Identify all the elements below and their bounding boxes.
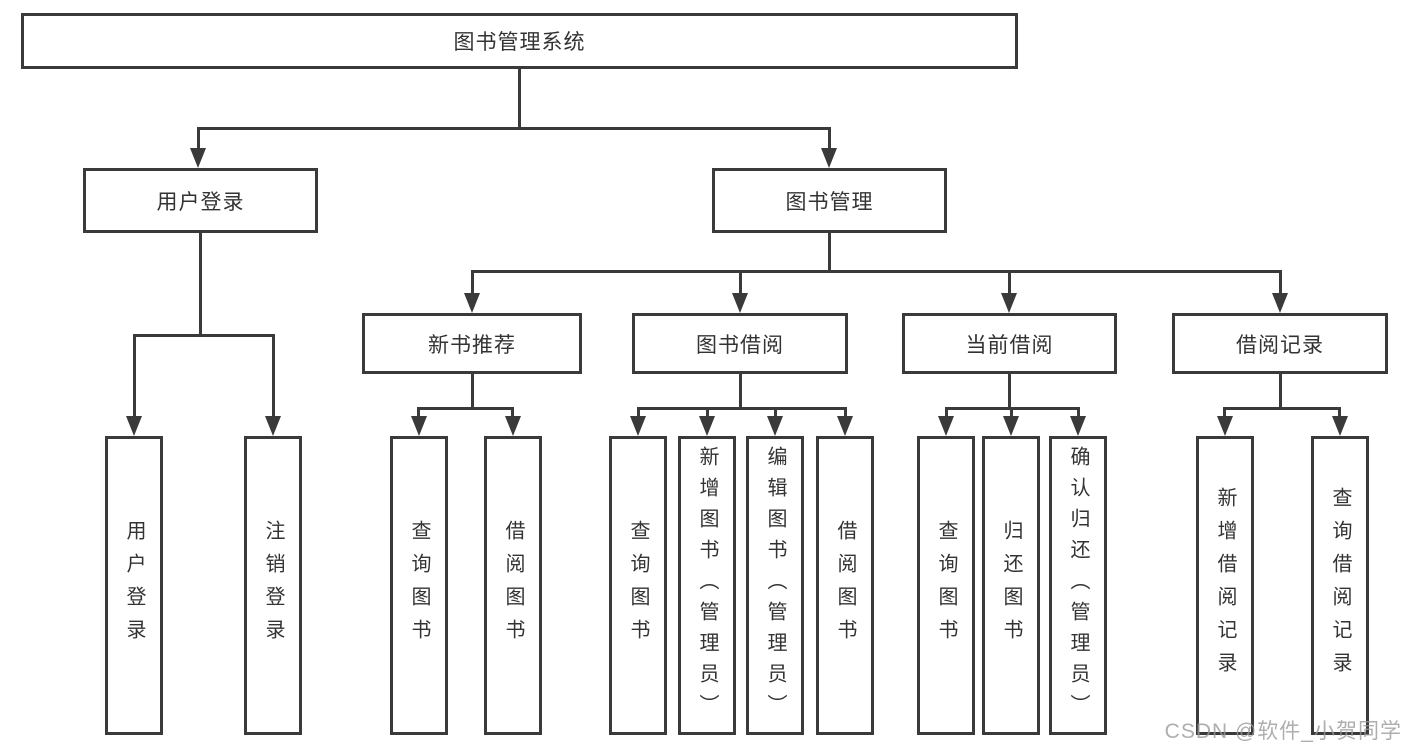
arrow-down-icon <box>126 416 142 436</box>
connector-line <box>1076 408 1080 416</box>
arrow-down-icon <box>1003 416 1019 436</box>
connector-line <box>132 335 136 416</box>
connector-line <box>417 408 420 416</box>
leaf-label: 借阅图书 <box>834 519 856 652</box>
connector-line <box>196 126 831 130</box>
arrow-down-icon <box>1070 416 1086 436</box>
connector-line <box>827 233 831 271</box>
connector-line <box>1278 374 1282 408</box>
leaf-label: 用户登录 <box>123 519 145 652</box>
node-book-borrowing: 图书借阅 <box>632 313 848 374</box>
leaf-label: 借阅图书 <box>502 519 524 652</box>
arrow-down-icon <box>837 416 853 436</box>
connector-line <box>132 333 275 337</box>
leaf-borrowing-query-books: 查询图书 <box>609 436 667 735</box>
node-label: 用户登录 <box>156 190 245 214</box>
connector-line <box>1223 408 1226 416</box>
node-label: 借阅记录 <box>1236 333 1324 357</box>
leaf-return-books: 归还图书 <box>982 436 1040 735</box>
leaf-label: 查询借阅记录 <box>1329 486 1351 685</box>
leaf-confirm-return-admin: 确认归还（管理员） <box>1049 436 1107 735</box>
connector-line <box>196 128 200 150</box>
leaf-label: 查询图书 <box>408 519 430 652</box>
arrow-down-icon <box>1331 416 1348 436</box>
connector-line <box>843 408 847 416</box>
connector-line <box>1007 374 1011 408</box>
watermark: CSDN @软件_小贺同学 <box>1164 720 1402 743</box>
connector-line <box>1007 271 1011 293</box>
leaf-label: 新增图书（管理员） <box>696 446 718 725</box>
connector-line <box>1338 408 1341 416</box>
arrow-down-icon <box>821 148 837 168</box>
connector-line <box>738 271 742 293</box>
connector-line <box>417 406 514 410</box>
arrow-down-icon <box>630 416 646 436</box>
node-label: 当前借阅 <box>965 333 1054 357</box>
connector-line <box>738 374 742 408</box>
connector-line <box>1278 271 1282 293</box>
arrow-down-icon <box>699 416 715 436</box>
node-library-system: 图书管理系统 <box>21 13 1018 69</box>
connector-line <box>470 271 474 293</box>
connector-line <box>827 128 831 150</box>
connector-line <box>470 374 474 408</box>
node-label: 新书推荐 <box>428 333 516 357</box>
leaf-label: 注销登录 <box>262 519 284 652</box>
connector-line <box>271 335 275 416</box>
arrow-down-icon <box>1001 293 1017 313</box>
arrow-down-icon <box>464 293 480 313</box>
connector-line <box>705 408 709 416</box>
arrow-down-icon <box>1216 416 1233 436</box>
connector-line <box>470 269 1282 273</box>
node-label: 图书管理 <box>785 190 874 214</box>
leaf-user-login: 用户登录 <box>105 436 163 735</box>
leaf-recommend-borrow-books: 借阅图书 <box>484 436 542 735</box>
connector-line <box>198 233 202 335</box>
leaf-label: 新增借阅记录 <box>1214 486 1236 685</box>
leaf-label: 确认归还（管理员） <box>1067 446 1089 725</box>
leaf-borrow-books: 借阅图书 <box>816 436 874 735</box>
leaf-logout: 注销登录 <box>244 436 302 735</box>
connector-line <box>636 406 847 410</box>
node-book-management: 图书管理 <box>712 168 947 233</box>
leaf-current-query-books: 查询图书 <box>917 436 975 735</box>
arrow-down-icon <box>767 416 783 436</box>
node-borrowing-records: 借阅记录 <box>1172 313 1388 374</box>
leaf-label: 编辑图书（管理员） <box>764 446 786 725</box>
node-new-book-recommend: 新书推荐 <box>362 313 582 374</box>
connector-line <box>1223 406 1341 410</box>
leaf-add-books-admin: 新增图书（管理员） <box>678 436 736 735</box>
arrow-down-icon <box>938 416 954 436</box>
connector-line <box>1009 408 1013 416</box>
leaf-recommend-query-books: 查询图书 <box>390 436 448 735</box>
connector-line <box>773 408 777 416</box>
leaf-label: 归还图书 <box>1000 519 1022 652</box>
connector-line <box>944 408 948 416</box>
arrow-down-icon <box>190 148 206 168</box>
leaf-query-borrow-record: 查询借阅记录 <box>1311 436 1369 735</box>
connector-line <box>511 408 514 416</box>
arrow-down-icon <box>1272 293 1288 313</box>
arrow-down-icon <box>732 293 748 313</box>
node-label: 图书管理系统 <box>453 31 586 54</box>
leaf-label: 查询图书 <box>627 519 649 652</box>
node-current-borrowing: 当前借阅 <box>902 313 1117 374</box>
arrow-down-icon <box>410 416 427 436</box>
leaf-edit-books-admin: 编辑图书（管理员） <box>746 436 804 735</box>
node-user-login: 用户登录 <box>83 168 318 233</box>
connector-line <box>636 408 640 416</box>
arrow-down-icon <box>504 416 521 436</box>
leaf-label: 查询图书 <box>935 519 957 652</box>
connector-line <box>517 69 521 128</box>
node-label: 图书借阅 <box>696 333 784 357</box>
arrow-down-icon <box>265 416 281 436</box>
leaf-add-borrow-record: 新增借阅记录 <box>1196 436 1254 735</box>
